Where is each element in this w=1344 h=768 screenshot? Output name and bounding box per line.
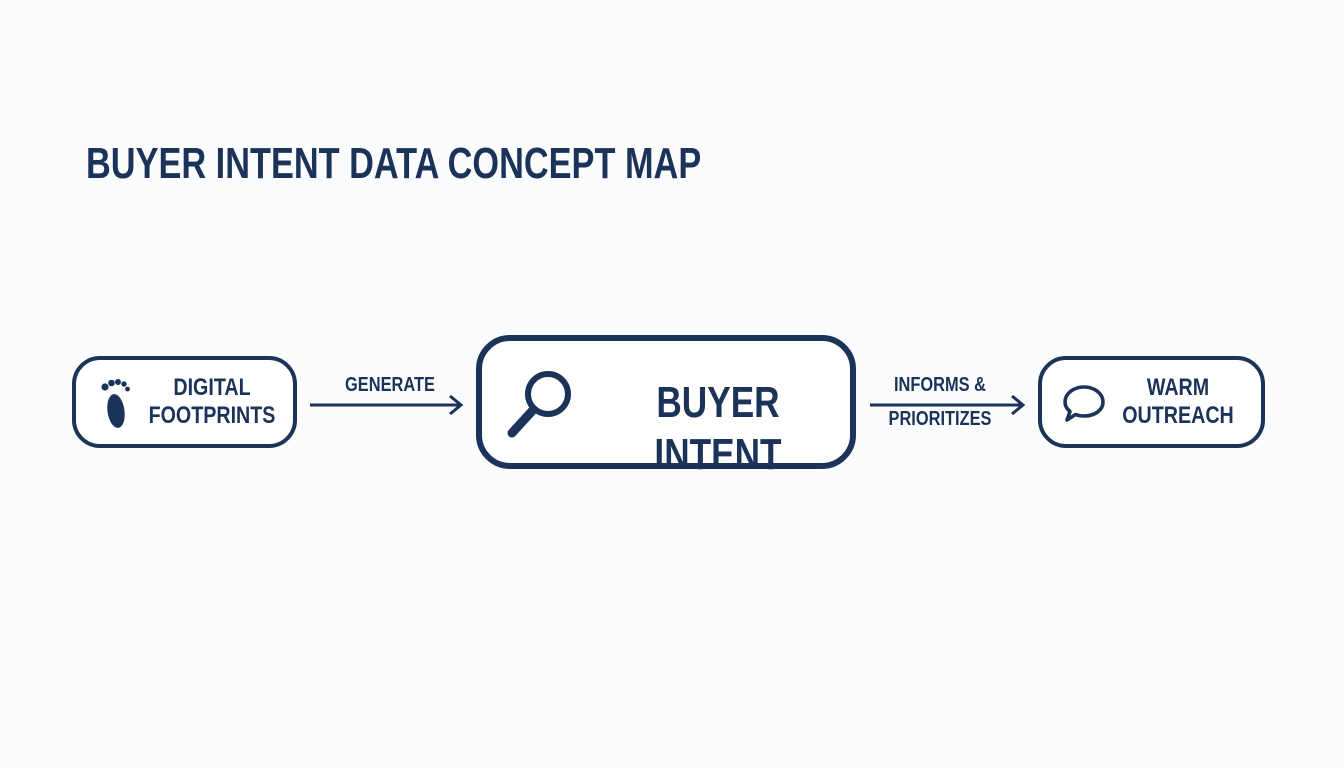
node-label-buyer-intent: BUYER INTENT	[654, 378, 782, 479]
node-label-digital-footprints: DIGITAL FOOTPRINTS	[148, 374, 276, 429]
arrow-informs	[870, 394, 1026, 416]
node-buyer-intent: BUYER INTENT	[476, 335, 856, 479]
footprint-icon	[101, 379, 130, 428]
node-digital-footprints: DIGITAL FOOTPRINTS	[72, 356, 297, 448]
diagram-title: BUYER INTENT DATA CONCEPT MAP	[86, 139, 702, 188]
edge-label-informs-prioritizes: INFORMS & PRIORITIZES	[888, 374, 992, 430]
node-label-warm-outreach: WARM OUTREACH	[1122, 374, 1234, 429]
speech-bubble-icon	[1063, 385, 1105, 422]
node-warm-outreach: WARM OUTREACH	[1038, 356, 1265, 448]
arrow-generate	[310, 394, 464, 416]
edge-label-generate: GENERATE	[345, 374, 435, 396]
magnifying-glass-icon	[507, 371, 571, 438]
